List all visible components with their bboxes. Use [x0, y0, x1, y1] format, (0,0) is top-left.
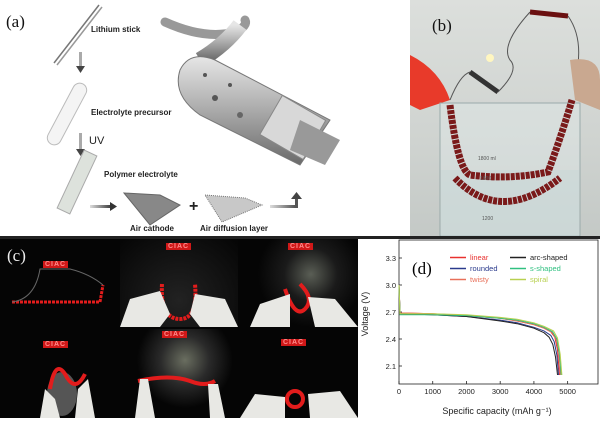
- series-line-s-shaped: [398, 284, 562, 376]
- legend-label-arc-shaped: arc-shaped: [530, 253, 568, 262]
- panel-a-label: (a): [6, 12, 25, 31]
- clip-black: [468, 69, 500, 95]
- x-tick-label: 2000: [458, 387, 475, 396]
- uv-label: UV: [89, 135, 105, 147]
- legend-label-spiral: spiral: [530, 275, 548, 284]
- x-tick-label: 1000: [424, 387, 441, 396]
- x-tick-label: 3000: [492, 387, 509, 396]
- ciac-sign: CIAC: [288, 243, 314, 250]
- ciac-sign: CIAC: [281, 339, 307, 346]
- beaker-mark-1600: 1600: [480, 176, 492, 182]
- legend-label-rounded: rounded: [470, 264, 498, 273]
- ciac-sign: CIAC: [43, 341, 69, 348]
- component-label-air-diffusion-layer: Air diffusion layer: [200, 224, 269, 233]
- panel-b-beaker-photo: (b) 1800 ml 1600 1200: [410, 0, 600, 236]
- photo-rounded: CIAC: [120, 239, 238, 327]
- polymer-electrolyte-strip: [56, 149, 98, 215]
- y-tick-label: 3.3: [386, 254, 396, 263]
- panel-b-label: (b): [432, 16, 452, 35]
- photo-twisty: CIAC: [240, 239, 358, 327]
- plus-sign: +: [189, 198, 199, 215]
- right-arrow-icon: [90, 202, 117, 211]
- down-arrow-icon: [76, 133, 85, 156]
- separator-line: [0, 236, 600, 239]
- y-tick-label: 3.0: [386, 281, 396, 290]
- panel-a-fabrication-diagram: (a): [0, 0, 410, 236]
- air-diffusion-layer-sheet: [204, 194, 264, 223]
- fabrication-illustration: [46, 4, 340, 226]
- electrolyte-precursor-tube: [46, 82, 88, 146]
- series-line-spiral: [398, 284, 563, 376]
- step-label-polymer-electrolyte: Polymer electrolyte: [104, 170, 178, 179]
- clip-top: [529, 9, 569, 19]
- step-label-electrolyte-precursor: Electrolyte precursor: [91, 108, 172, 117]
- beaker-mark-1800: 1800 ml: [478, 156, 496, 162]
- x-tick-label: 0: [397, 387, 401, 396]
- fiber-battery-upper: [446, 98, 576, 181]
- legend-label-twisty: twisty: [470, 275, 489, 284]
- y-tick-label: 2.1: [386, 362, 396, 371]
- ciac-sign: CIAC: [43, 261, 69, 268]
- legend-label-s-shaped: s-shaped: [530, 264, 561, 273]
- y-axis-label: Voltage (V): [360, 292, 370, 337]
- step-label-lithium-stick: Lithium stick: [91, 25, 141, 34]
- fiber-battery-rendering: [160, 15, 340, 166]
- clip-red: [410, 55, 450, 110]
- beaker-photo: [410, 9, 600, 236]
- ciac-sign: CIAC: [162, 331, 188, 338]
- hand: [570, 59, 600, 110]
- photo-arc-shaped: CIAC: [0, 329, 118, 418]
- series-line-twisty: [398, 284, 562, 376]
- up-right-arrow-icon: [270, 192, 302, 208]
- x-axis-label: Specific capacity (mAh g⁻¹): [442, 406, 551, 416]
- y-tick-label: 2.7: [386, 308, 396, 317]
- panel-c-bending-photos: (c) CIAC CIAC CIAC CIAC CIAC CIAC: [0, 239, 358, 418]
- photo-linear: CIAC: [0, 239, 118, 327]
- ciac-sign: CIAC: [166, 243, 192, 250]
- photo-s-shaped: CIAC: [120, 329, 238, 418]
- series-line-rounded: [398, 284, 559, 376]
- air-cathode-sheet: [122, 192, 181, 226]
- led-light: [486, 54, 494, 62]
- discharge-curve-chart: 0 1000 2000 3000 4000 5000 2.1 2.4 2.7 3.0 3.3 lin…: [360, 239, 599, 416]
- panel-d-discharge-chart: 0 1000 2000 3000 4000 5000 2.1 2.4 2.7 3.0 3.3 lin…: [358, 239, 600, 418]
- component-label-air-cathode: Air cathode: [130, 224, 175, 233]
- panel-d-label: (d): [412, 259, 432, 278]
- down-arrow-icon: [76, 52, 85, 73]
- series-line-linear: [398, 284, 560, 376]
- photo-spiral: CIAC: [240, 329, 358, 418]
- beaker-mark-1200: 1200: [482, 216, 494, 222]
- y-tick-label: 2.4: [386, 335, 396, 344]
- panel-c-label: (c): [7, 246, 26, 265]
- legend-label-linear: linear: [470, 253, 489, 262]
- series-line-arc-shaped: [398, 284, 558, 376]
- x-tick-label: 4000: [526, 387, 543, 396]
- fiber-battery-lower: [452, 175, 563, 205]
- lithium-stick: [53, 4, 103, 66]
- x-tick-label: 5000: [559, 387, 576, 396]
